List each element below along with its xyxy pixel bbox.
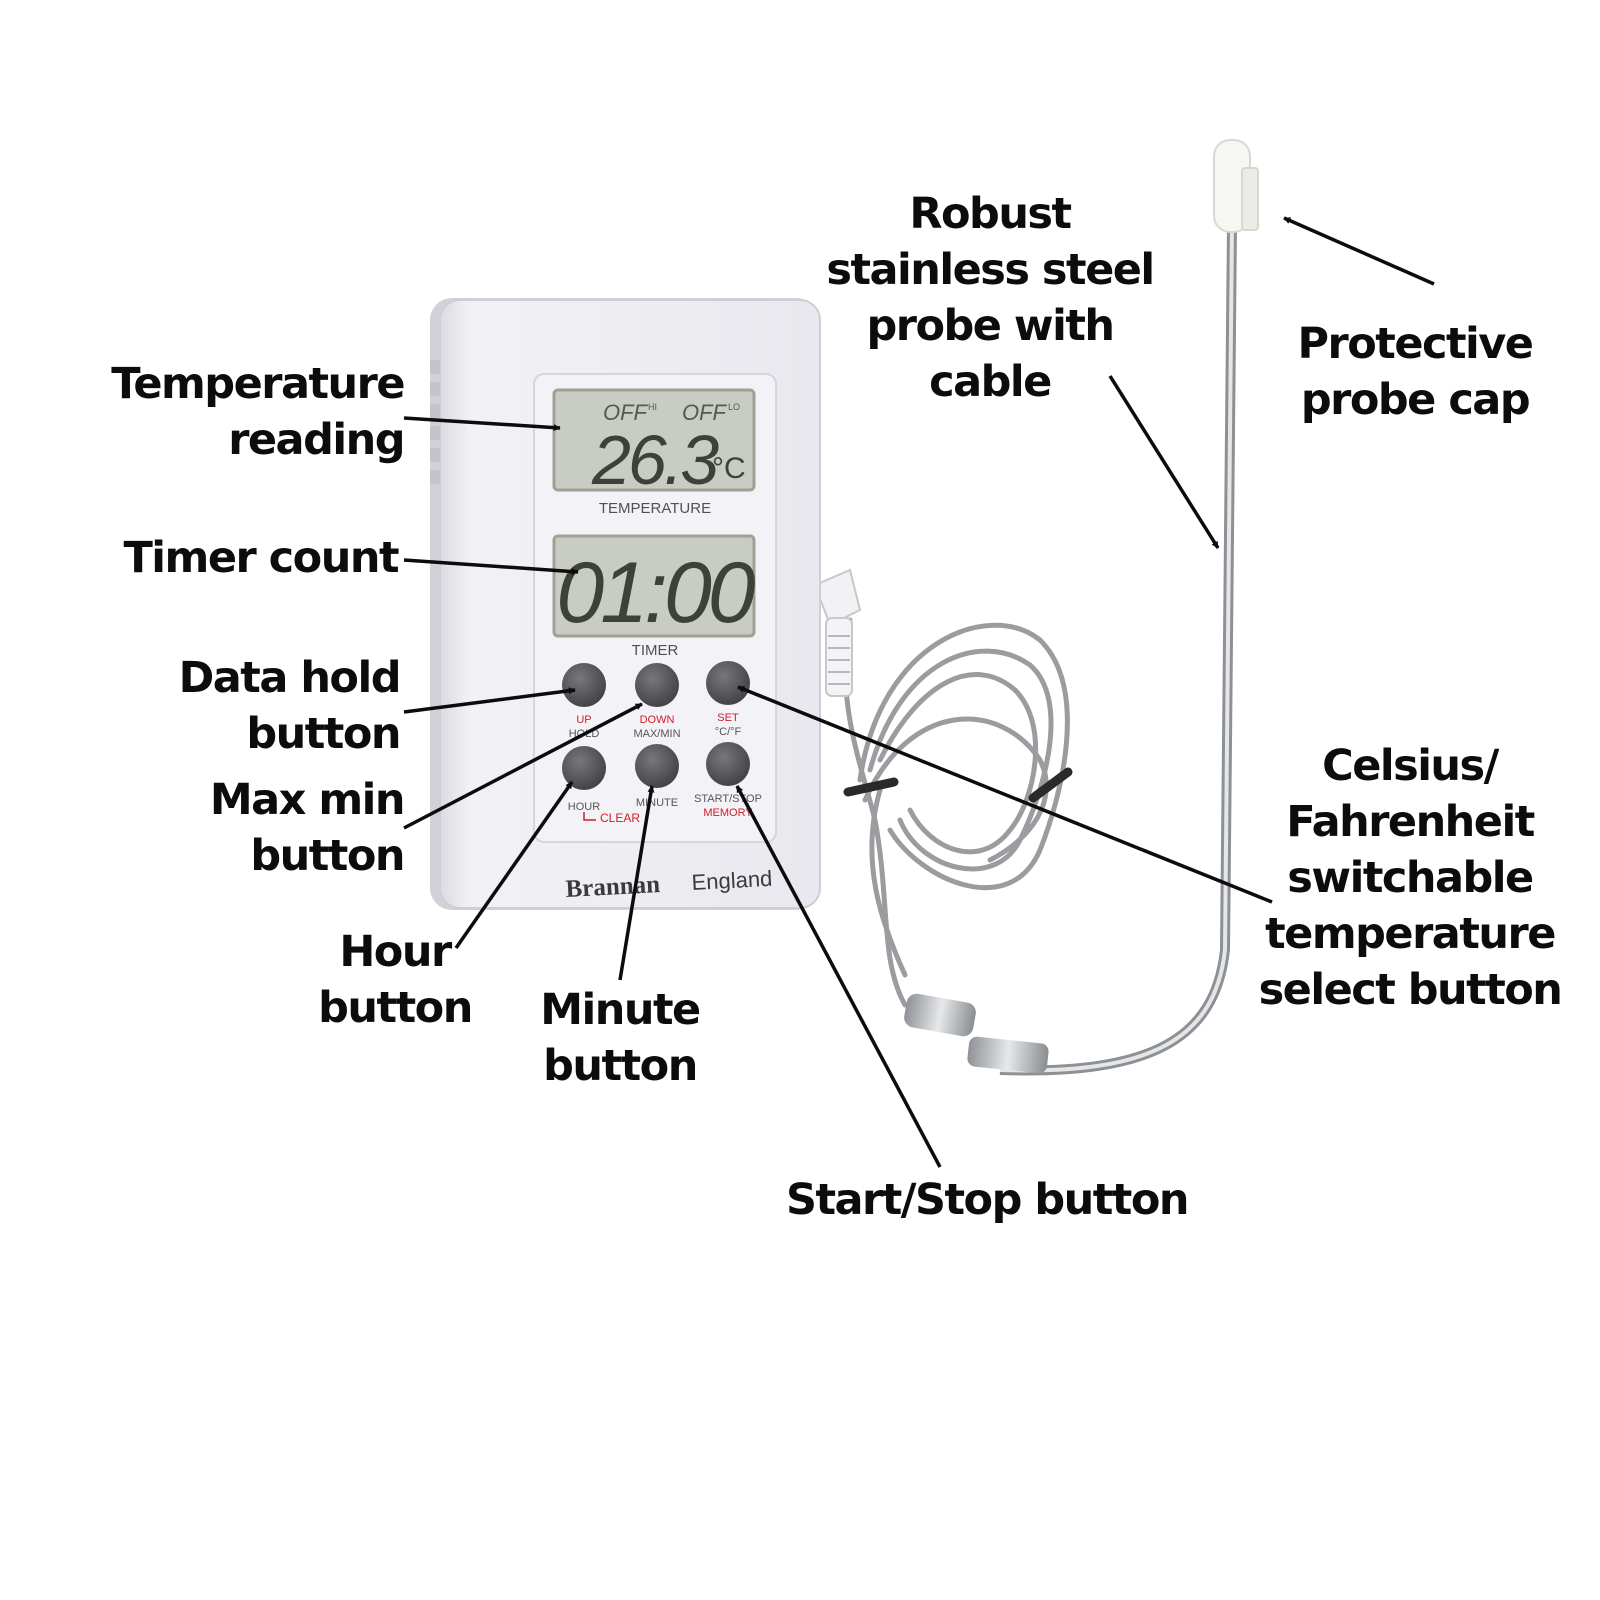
btn3-bottom: °C/°F (715, 726, 742, 738)
label-celsius-fahrenheit: Celsius/ Fahrenheit switchable temperatu… (1240, 738, 1580, 1018)
down-maxmin-button[interactable] (635, 663, 679, 707)
brand-name: Brannan (565, 871, 661, 903)
label-probe-cable: Robust stainless steel probe with cable (820, 186, 1160, 410)
btn2-top: DOWN (640, 714, 675, 726)
temperature-value: 26.3 (591, 421, 719, 499)
label-temperature-reading: Temperature reading (111, 356, 404, 468)
up-hold-button[interactable] (562, 663, 606, 707)
brand-country: England (691, 866, 773, 895)
minute-button[interactable] (635, 744, 679, 788)
label-minute: Minute button (520, 982, 720, 1094)
start-stop-button[interactable] (706, 742, 750, 786)
label-hour: Hour button (310, 924, 480, 1036)
label-data-hold: Data hold button (179, 650, 400, 762)
temperature-unit: °C (712, 452, 746, 485)
thermometer-device: OFF HI OFF LO 26.3 °C TEMPERATURE 01:00 … (430, 298, 820, 910)
timer-value: 01:00 (556, 545, 755, 641)
timer-caption: TIMER (632, 642, 679, 659)
btn1-top: UP (576, 714, 591, 726)
btn5-bottom: MINUTE (636, 797, 678, 809)
lcd-lo-tag: LO (728, 402, 740, 412)
btn6-bottom: START/STOP (694, 793, 762, 805)
memory-label: MEMORY (703, 807, 753, 819)
probe-cable (845, 620, 1067, 1005)
set-celsius-fahrenheit-button[interactable] (706, 661, 750, 705)
label-start-stop: Start/Stop button (786, 1172, 1188, 1228)
probe-cap (1214, 140, 1258, 232)
probe-plug (815, 570, 860, 696)
btn3-top: SET (717, 712, 739, 724)
clear-label: CLEAR (600, 811, 640, 825)
btn2-bottom: MAX/MIN (633, 728, 680, 740)
hour-button[interactable] (562, 746, 606, 790)
temperature-caption: TEMPERATURE (599, 500, 711, 517)
btn4-bottom: HOUR (568, 801, 600, 813)
lcd-hi-tag: HI (648, 402, 657, 412)
label-timer-count: Timer count (123, 530, 398, 586)
label-probe-cap: Protective probe cap (1270, 316, 1560, 428)
label-max-min: Max min button (210, 772, 404, 884)
